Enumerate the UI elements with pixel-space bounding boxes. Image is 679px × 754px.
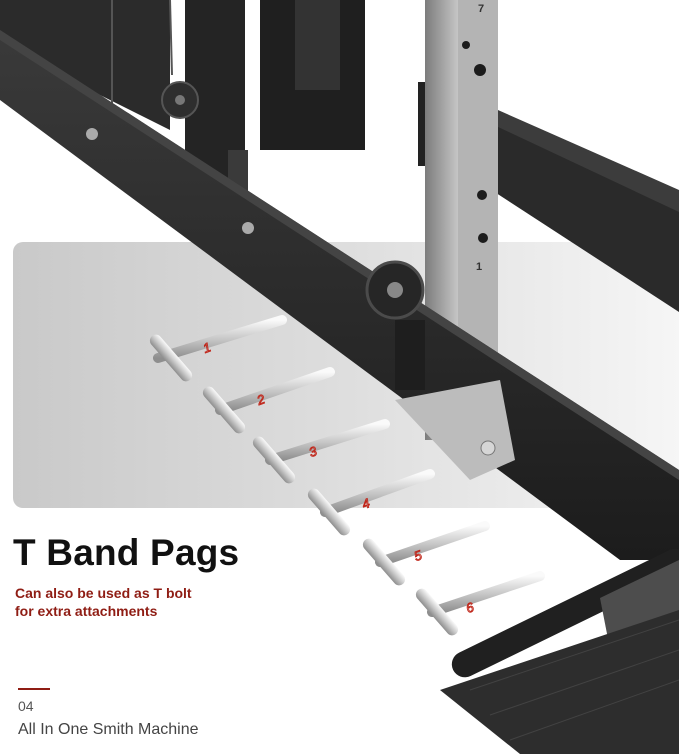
subtitle-line: Can also be used as T bolt: [15, 585, 192, 601]
main-frame-tube: [0, 30, 679, 560]
upright-hole-label: 7: [478, 3, 484, 15]
t-peg: [307, 469, 435, 536]
subtitle: Can also be used as T bolt for extra att…: [15, 584, 192, 620]
footer-title: All In One Smith Machine: [18, 721, 199, 738]
headline: T Band Pags: [13, 532, 240, 573]
foot-platform: [440, 610, 679, 754]
t-peg: [415, 571, 545, 636]
page-number: 04: [18, 698, 34, 714]
t-peg: [149, 315, 287, 382]
upright-base-plate: [395, 380, 515, 480]
t-peg: [202, 367, 335, 434]
upright-hole-label: 1: [476, 261, 482, 273]
accent-divider: [18, 688, 50, 690]
t-peg: [362, 521, 490, 586]
t-peg: [252, 419, 390, 484]
subtitle-line: for extra attachments: [15, 603, 158, 619]
barbell: [451, 548, 679, 678]
left-frame-beam: [0, 0, 170, 130]
platform-texture: [469, 619, 679, 741]
